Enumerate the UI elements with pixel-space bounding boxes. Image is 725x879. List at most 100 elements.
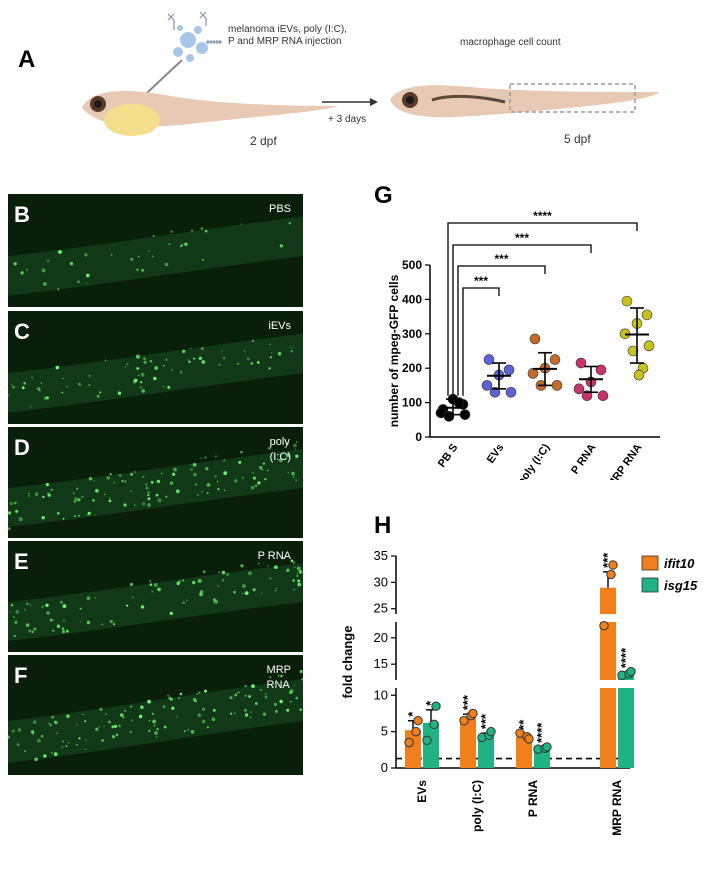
x-tick-label: poly (I:C) <box>515 442 552 480</box>
x-tick-label: MRP RNA <box>605 442 644 480</box>
micrograph-label: poly (I:C) <box>270 435 291 465</box>
x-tick-label: PB S <box>436 442 461 470</box>
data-point <box>643 340 655 352</box>
significance-label: **** <box>533 209 552 223</box>
stage-5dpf: 5 dpf <box>564 132 591 146</box>
significance-label: *** <box>474 274 488 288</box>
y-axis-label: fold change <box>340 626 355 699</box>
x-tick-label: P RNA <box>569 442 598 477</box>
data-point <box>503 364 515 376</box>
x-tick-label: MRP RNA <box>610 780 624 836</box>
data-point <box>573 383 585 395</box>
significance-label: **** <box>534 722 549 743</box>
data-point <box>483 354 495 365</box>
micrograph-letter: F <box>14 663 28 688</box>
data-point <box>429 719 439 730</box>
y-tick-label: 5 <box>381 724 388 739</box>
y-tick-label: 15 <box>374 656 388 671</box>
micrograph-letter: E <box>14 549 29 574</box>
ev-cluster-icon <box>173 25 208 62</box>
bar <box>405 730 421 768</box>
x-tick-label: poly (I:C) <box>470 780 484 832</box>
significance-bracket <box>457 265 546 396</box>
stage-2dpf: 2 dpf <box>250 134 277 148</box>
data-point <box>459 409 471 420</box>
data-point <box>468 708 478 719</box>
legend-label: ifit10 <box>664 556 695 571</box>
micrograph-letter: C <box>14 319 30 344</box>
micrograph-label-line: RNA <box>266 678 290 691</box>
data-point <box>597 390 609 402</box>
bar <box>460 717 476 768</box>
x-tick-label: P RNA <box>526 780 540 817</box>
panel-letter-a: A <box>18 46 36 73</box>
micrograph-label: P RNA <box>258 549 291 564</box>
y-tick-label: 400 <box>402 292 422 306</box>
larva-2dpf-icon <box>82 91 338 136</box>
significance-label: *** <box>478 713 493 729</box>
scale-bar <box>250 828 292 831</box>
micrograph-image <box>8 216 303 296</box>
data-point <box>551 380 563 391</box>
micrograph-letter: B <box>14 202 30 227</box>
micrograph-label-line: (I:C) <box>269 450 291 463</box>
y-tick-label: 20 <box>374 630 388 645</box>
panel-letter-g: G <box>374 182 393 209</box>
y-tick-label: 0 <box>381 760 388 775</box>
data-point <box>633 369 645 381</box>
data-point <box>606 569 616 580</box>
micrograph-label: iEVs <box>268 319 291 334</box>
panel-letter-h: H <box>374 512 392 539</box>
y-tick-label: 10 <box>374 687 388 702</box>
significance-label: * <box>423 700 438 706</box>
injection-label-line2: P and MRP RNA injection <box>228 36 342 47</box>
x-tick-label: EVs <box>485 442 507 466</box>
data-point <box>608 560 618 570</box>
data-point <box>595 364 607 376</box>
data-point <box>529 333 541 345</box>
significance-label: *** <box>460 694 475 710</box>
micrograph-label-line: iEVs <box>268 320 291 332</box>
data-point <box>621 295 633 307</box>
data-point <box>411 726 421 737</box>
micrograph-label-line: poly <box>269 436 290 448</box>
significance-label: * <box>405 711 420 717</box>
micrograph-image <box>8 669 303 763</box>
data-point <box>542 742 552 752</box>
data-point <box>422 735 432 746</box>
data-point <box>626 666 636 677</box>
bar <box>600 688 616 768</box>
legend-label: isg15 <box>664 578 698 593</box>
micrograph-image <box>8 333 303 413</box>
bar <box>423 722 439 768</box>
y-tick-label: 35 <box>374 548 388 563</box>
significance-label: *** <box>515 231 529 245</box>
legend-swatch <box>641 555 659 571</box>
micrograph-image <box>8 441 303 531</box>
injection-label-line1: melanoma iEVs, poly (I:C), <box>228 24 347 35</box>
micrograph-e: E P RNA <box>8 541 303 652</box>
y-axis-label: number of mpeg-GFP cells <box>387 274 401 427</box>
micrograph-image <box>8 557 303 641</box>
data-point <box>505 386 517 398</box>
data-point <box>575 357 587 369</box>
bar <box>516 736 532 768</box>
data-point <box>627 345 639 357</box>
micrograph-label-line: P RNA <box>257 550 291 562</box>
significance-label: *** <box>600 552 615 568</box>
data-point <box>413 716 423 726</box>
micrograph-letter: D <box>14 435 30 460</box>
rna-strand-icon <box>167 11 222 44</box>
data-point <box>489 386 501 398</box>
y-tick-label: 25 <box>374 601 388 616</box>
data-point <box>459 716 469 726</box>
significance-bracket <box>447 222 638 396</box>
data-point <box>404 737 414 748</box>
